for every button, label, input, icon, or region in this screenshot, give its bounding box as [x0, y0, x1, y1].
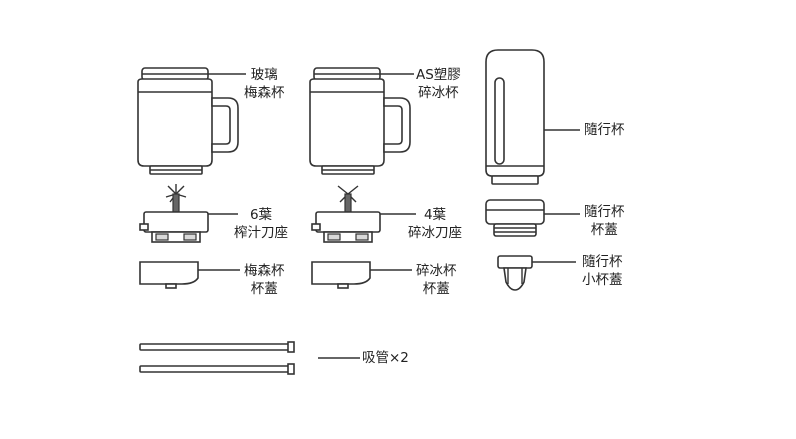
- label-four-blade-base: 4葉 碎冰刀座: [408, 207, 462, 241]
- label-six-blade-base: 6葉 榨汁刀座: [234, 207, 288, 241]
- as-plastic-ice-cup: [309, 67, 414, 175]
- label-mason-cup-lid: 梅森杯 杯蓋: [244, 263, 285, 297]
- glass-mason-cup: [137, 67, 246, 175]
- ice-cup-lid-part: [311, 261, 412, 289]
- label-as-plastic-cup: AS塑膠 碎冰杯: [416, 67, 461, 101]
- label-travel-cup: 隨行杯: [584, 122, 625, 138]
- six-blade-base: [139, 184, 238, 243]
- label-travel-cup-lid: 隨行杯 杯蓋: [584, 204, 625, 238]
- mason-cup-lid-part: [139, 261, 240, 289]
- label-straws: 吸管×2: [362, 350, 409, 366]
- label-small-cup-lid: 隨行杯 小杯蓋: [582, 254, 623, 288]
- travel-cup: [485, 49, 580, 185]
- four-blade-base: [311, 185, 416, 243]
- label-ice-cup-lid: 碎冰杯 杯蓋: [416, 263, 457, 297]
- straws-part: [139, 341, 360, 375]
- label-glass-mason-cup: 玻璃 梅森杯: [244, 67, 285, 101]
- travel-cup-lid-part: [485, 199, 580, 237]
- small-cup-lid-part: [497, 255, 576, 291]
